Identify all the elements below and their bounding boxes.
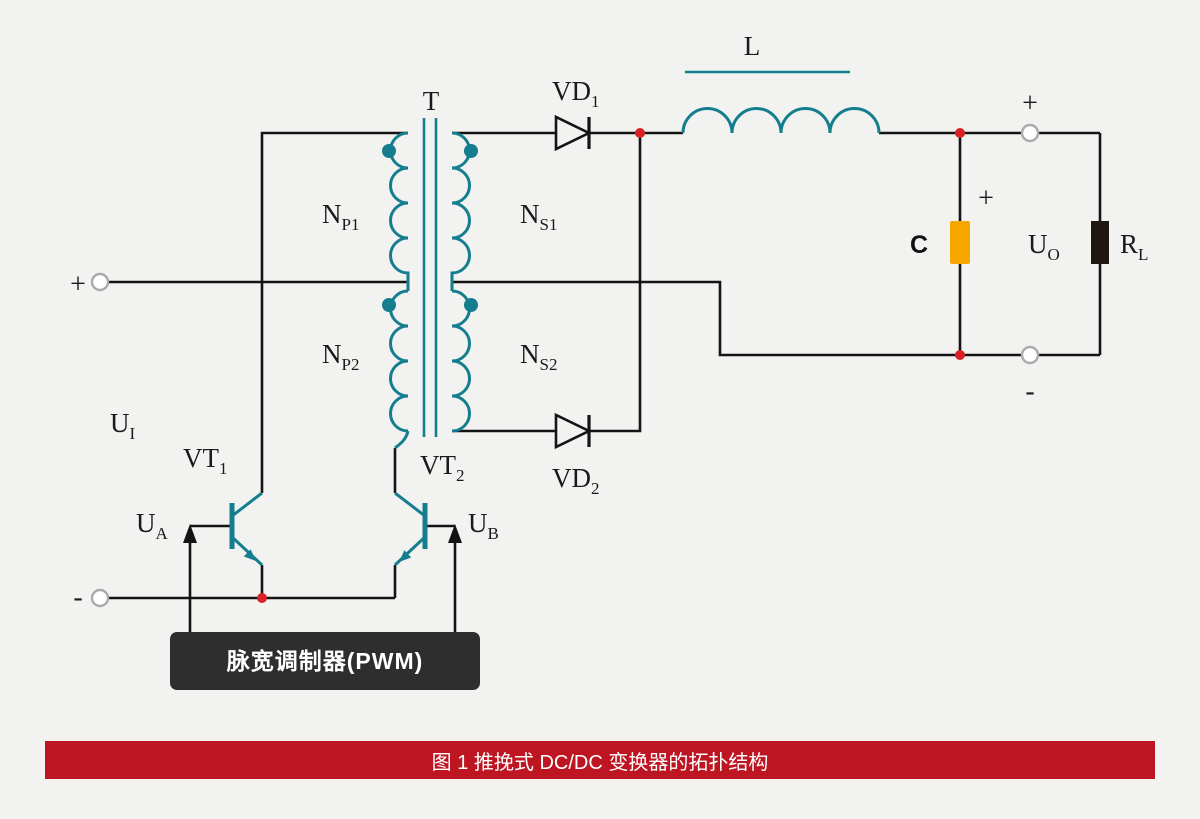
- label-vt2: VT2: [420, 450, 465, 485]
- junction-dots: [257, 128, 965, 603]
- winding-ns2: [451, 289, 471, 433]
- wire-secondary-bottom: [452, 133, 642, 433]
- transistor-vt1: [229, 491, 264, 567]
- transistor-vt2: [393, 491, 428, 567]
- capacitor-body: [950, 221, 970, 264]
- label-ub: UB: [468, 508, 499, 543]
- label-vd2: VD2: [552, 463, 600, 498]
- terminals: [90, 123, 1040, 608]
- output-minus-sign: -: [1025, 376, 1034, 407]
- output-minus-terminal: [1020, 345, 1040, 365]
- vt2-emitter-arrow-icon: [399, 550, 412, 562]
- label-ua: UA: [136, 508, 169, 543]
- caption-banner: 图 1 推挽式 DC/DC 变换器的拓扑结构: [45, 741, 1155, 779]
- wires: [107, 131, 1102, 600]
- winding-np1: [389, 131, 410, 291]
- input-minus-sign: -: [73, 582, 82, 613]
- diode-vd1: [554, 114, 592, 152]
- diode-vd2: [554, 412, 592, 450]
- winding-np2: [389, 289, 409, 433]
- wire-primary-top-to-vt1-collector: [260, 131, 408, 493]
- pwm-box-label: 脉宽调制器(PWM): [226, 648, 424, 674]
- phase-dot-ns2: [464, 298, 478, 312]
- input-plus-sign: +: [70, 269, 86, 300]
- capacitor-plus-sign: +: [978, 183, 994, 214]
- label-rl: RL: [1120, 229, 1148, 264]
- junction-dot: [635, 128, 645, 138]
- up-arrow-icon: [448, 524, 462, 543]
- diode-vd1-triangle: [554, 114, 592, 152]
- wire-center-tap-return: [452, 280, 1100, 357]
- winding-np2-bottom-lead: [394, 430, 410, 450]
- vt1-emitter-lead: [230, 535, 264, 567]
- output-plus-terminal: [1020, 123, 1040, 143]
- label-vt1: VT1: [183, 443, 228, 478]
- pwm-drive-ua: [183, 524, 197, 633]
- label-ui: UI: [110, 408, 136, 443]
- up-arrow-icon: [183, 524, 197, 543]
- vt2-collector-lead: [394, 491, 426, 518]
- vt2-emitter-lead: [393, 535, 427, 567]
- label-np1: NP1: [322, 199, 359, 234]
- junction-dot: [955, 128, 965, 138]
- pwm-box: 脉宽调制器(PWM): [170, 632, 480, 690]
- label-ns2: NS2: [520, 339, 557, 374]
- winding-ns1: [450, 131, 471, 291]
- transformer: [382, 118, 478, 450]
- input-minus-terminal: [90, 588, 110, 608]
- junction-dot: [955, 350, 965, 360]
- input-plus-terminal: [90, 272, 110, 292]
- label-uo: UO: [1028, 229, 1060, 264]
- phase-dot-np2: [382, 298, 396, 312]
- label-transformer-text: T: [423, 86, 440, 116]
- label-np2: NP2: [322, 339, 359, 374]
- label-capacitor: C: [910, 231, 928, 259]
- output-plus-sign: +: [1022, 88, 1038, 119]
- load-resistor-body: [1091, 221, 1109, 264]
- junction-dot: [257, 593, 267, 603]
- inductor-coil: [681, 107, 881, 134]
- label-transformer: T: [423, 86, 440, 116]
- phase-dot-np1: [382, 144, 396, 158]
- pwm-box-body: [170, 632, 480, 690]
- label-vd1: VD1: [552, 76, 600, 111]
- label-inductor: L: [744, 31, 761, 61]
- phase-dot-ns1: [464, 144, 478, 158]
- label-ns1: NS1: [520, 199, 557, 234]
- caption-text: 图 1 推挽式 DC/DC 变换器的拓扑结构: [431, 751, 769, 774]
- vt1-collector-lead: [231, 491, 263, 518]
- inductor: [681, 70, 881, 134]
- diode-vd2-triangle: [554, 412, 592, 450]
- pwm-drive-ub: [448, 524, 462, 633]
- vt1-emitter-arrow-icon: [243, 549, 256, 561]
